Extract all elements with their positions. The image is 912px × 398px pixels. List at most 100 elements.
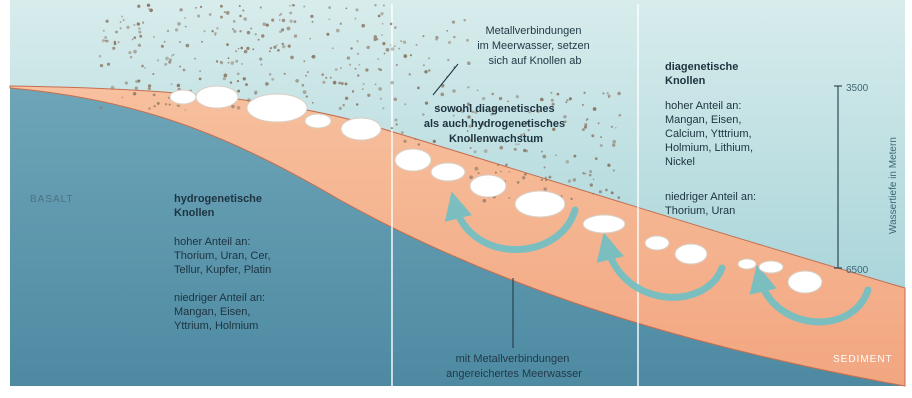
metal-particle (238, 48, 240, 50)
metal-particle (545, 179, 547, 181)
metal-particle (542, 155, 546, 159)
metal-particle (245, 83, 248, 86)
metal-particle (422, 35, 424, 37)
metal-particle (164, 63, 167, 66)
metal-particle (277, 49, 280, 52)
metal-particle (171, 83, 173, 85)
metal-particle (497, 164, 499, 166)
metal-particle (252, 48, 254, 50)
metal-particle (551, 99, 554, 102)
metal-particle (148, 84, 151, 87)
metal-particle (418, 143, 420, 145)
metal-particle (592, 193, 594, 195)
metal-particle (186, 44, 190, 48)
metal-particle (550, 92, 552, 94)
metal-particle (336, 29, 340, 33)
metal-particle (111, 86, 115, 90)
metal-particle (200, 6, 202, 8)
label-line: als auch hydrogenetisches (424, 118, 565, 130)
metal-particle (120, 21, 122, 23)
metal-particle (382, 42, 385, 45)
label-sediment: SEDIMENT (833, 354, 893, 365)
metal-particle (242, 9, 244, 11)
metal-particle (583, 92, 585, 94)
metal-particle (263, 22, 266, 25)
nodule (395, 149, 431, 171)
metal-particle (287, 27, 291, 31)
metal-particle (366, 46, 369, 49)
metal-particle (303, 60, 305, 62)
metal-particle (391, 47, 395, 51)
metal-particle (276, 44, 278, 46)
metal-particle (482, 97, 485, 100)
metal-particle (475, 167, 479, 171)
metal-particle (378, 87, 382, 91)
metal-particle (416, 44, 418, 46)
metal-particle (240, 47, 243, 50)
metal-particle (102, 39, 105, 42)
label-line: Nickel (665, 156, 695, 168)
nodule (788, 271, 822, 293)
metal-particle (617, 92, 620, 95)
metal-particle (363, 83, 365, 85)
metal-particle (153, 94, 156, 97)
metal-particle (433, 140, 436, 143)
metal-particle (261, 34, 264, 37)
metal-particle (478, 172, 480, 174)
metal-particle (403, 54, 407, 58)
metal-particle (589, 174, 592, 177)
nodule (341, 118, 381, 140)
metal-particle (356, 103, 358, 105)
metal-particle (201, 41, 203, 43)
metal-particle (321, 73, 324, 76)
metal-particle (148, 107, 151, 110)
nodule (759, 261, 783, 273)
metal-particle (309, 38, 311, 40)
label-line: Thorium, Uran, Cer, (174, 250, 271, 262)
metal-particle (147, 4, 150, 7)
metal-particle (282, 43, 284, 45)
metal-particle (466, 39, 469, 42)
metal-particle (197, 14, 200, 17)
metal-particle (386, 48, 390, 52)
metal-particle (328, 6, 331, 9)
metal-particle (566, 99, 569, 102)
metal-particle (175, 28, 178, 31)
metal-particle (469, 175, 473, 179)
metal-particle (403, 41, 406, 44)
metal-particle (611, 191, 614, 194)
metal-particle (130, 56, 133, 59)
metal-particle (390, 23, 393, 26)
nodule (247, 94, 307, 122)
metal-particle (171, 55, 173, 57)
metal-particle (209, 13, 212, 16)
metal-particle (270, 47, 272, 49)
metal-particle (118, 41, 120, 43)
metal-particle (233, 20, 236, 23)
metal-particle (398, 48, 400, 50)
metal-particle (161, 45, 164, 48)
depth-axis-top-value: 3500 (846, 83, 869, 94)
metal-particle (593, 179, 595, 181)
metal-particle (289, 12, 292, 15)
metal-particle (293, 20, 296, 23)
metal-particle (241, 63, 243, 65)
metal-particle (237, 106, 241, 110)
metal-particle (239, 30, 241, 32)
metal-particle (474, 150, 477, 153)
label-line: Knollenwachstum (449, 133, 543, 145)
label-line: hoher Anteil an: (174, 236, 250, 248)
metal-particle (606, 92, 608, 94)
metal-particle (569, 97, 572, 100)
label-line: Knollen (665, 75, 706, 87)
nodule (305, 114, 331, 128)
metal-particle (271, 78, 274, 81)
metal-particle (522, 176, 525, 179)
nodule (196, 86, 238, 108)
metal-particle (589, 170, 592, 173)
metal-particle (523, 149, 526, 152)
label-line: Yttrium, Holmium (174, 320, 258, 332)
label-line: Thorium, Uran (665, 205, 735, 217)
label-line: Holmium, Lithium, (665, 142, 753, 154)
